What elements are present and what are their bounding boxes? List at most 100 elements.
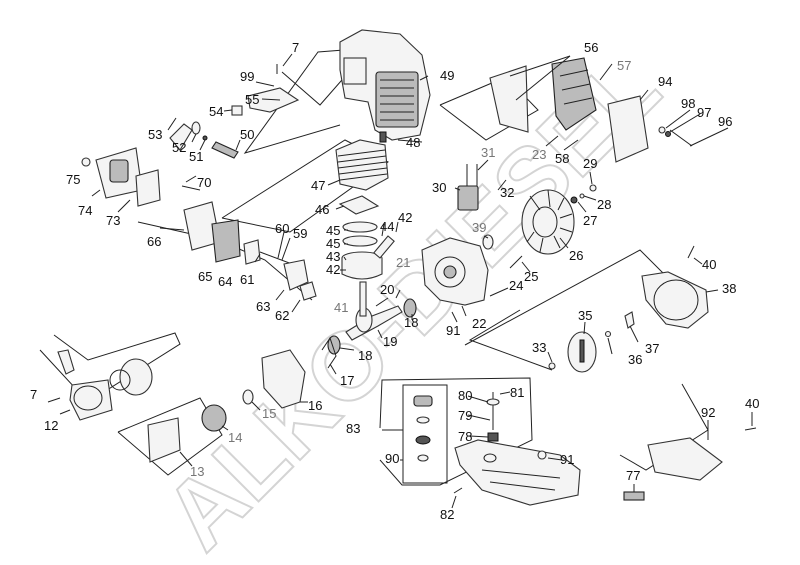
part-label-30[interactable]: 30 (432, 180, 446, 195)
part-label-92[interactable]: 92 (701, 405, 715, 420)
part-label-64[interactable]: 64 (218, 274, 232, 289)
part-label-91b[interactable]: 91 (560, 452, 574, 467)
part-label-20[interactable]: 20 (380, 282, 394, 297)
part-label-40a[interactable]: 40 (702, 257, 716, 272)
part-label-79[interactable]: 79 (458, 408, 472, 423)
seal-17 (321, 336, 337, 369)
bolt-96 (669, 129, 693, 147)
part-label-52[interactable]: 52 (172, 140, 186, 155)
part-label-59[interactable]: 59 (293, 226, 307, 241)
nut-97 (665, 131, 671, 137)
part-label-37[interactable]: 37 (645, 341, 659, 356)
washer-28 (579, 193, 585, 199)
part-label-31[interactable]: 31 (481, 145, 495, 160)
clutch-35 (567, 331, 597, 373)
part-label-15[interactable]: 15 (262, 406, 276, 421)
part-label-99[interactable]: 99 (240, 69, 254, 84)
part-label-56[interactable]: 56 (584, 40, 598, 55)
part-label-60[interactable]: 60 (275, 221, 289, 236)
washer-36 (604, 330, 612, 338)
part-label-61[interactable]: 61 (240, 272, 254, 287)
gasket-46 (338, 195, 380, 215)
part-label-49[interactable]: 49 (440, 68, 454, 83)
part-label-24[interactable]: 24 (509, 278, 523, 293)
intake-63 (283, 259, 309, 291)
part-label-40b[interactable]: 40 (745, 396, 759, 411)
part-label-98[interactable]: 98 (681, 96, 695, 111)
parts (47, 29, 757, 506)
screw-40b (744, 427, 757, 431)
washer-39 (482, 234, 494, 250)
part-label-81[interactable]: 81 (510, 385, 524, 400)
part-label-17[interactable]: 17 (340, 373, 354, 388)
part-label-58[interactable]: 58 (555, 151, 569, 166)
part-label-62[interactable]: 62 (275, 308, 289, 323)
part-label-97[interactable]: 97 (697, 105, 711, 120)
part-label-44[interactable]: 44 (380, 219, 394, 234)
part-label-77[interactable]: 77 (626, 468, 640, 483)
part-label-73[interactable]: 73 (106, 213, 120, 228)
part-label-83[interactable]: 83 (346, 421, 360, 436)
part-label-42b[interactable]: 42 (326, 262, 340, 277)
part-label-66[interactable]: 66 (147, 234, 161, 249)
part-label-70[interactable]: 70 (197, 175, 211, 190)
part-label-50[interactable]: 50 (240, 127, 254, 142)
part-label-43[interactable]: 43 (326, 249, 340, 264)
gasket-64 (243, 239, 261, 265)
part-label-33[interactable]: 33 (532, 340, 546, 355)
part-label-63[interactable]: 63 (256, 299, 270, 314)
part-label-39[interactable]: 39 (472, 220, 486, 235)
part-label-54[interactable]: 54 (209, 104, 223, 119)
part-label-75[interactable]: 75 (66, 172, 80, 187)
part-label-96[interactable]: 96 (718, 114, 732, 129)
part-label-7b[interactable]: 7 (30, 387, 37, 402)
part-label-38[interactable]: 38 (722, 281, 736, 296)
fuel-tank (454, 439, 581, 506)
part-label-91a[interactable]: 91 (446, 323, 460, 338)
part-label-90[interactable]: 90 (385, 451, 399, 466)
part-label-55[interactable]: 55 (245, 92, 259, 107)
part-label-47[interactable]: 47 (311, 178, 325, 193)
gasket-62 (299, 281, 317, 301)
filter-element-73 (135, 169, 161, 207)
part-label-14[interactable]: 14 (228, 430, 242, 445)
guard-92 (647, 437, 723, 481)
part-label-41[interactable]: 41 (334, 300, 348, 315)
part-label-13[interactable]: 13 (190, 464, 204, 479)
part-label-35[interactable]: 35 (578, 308, 592, 323)
part-label-78[interactable]: 78 (458, 429, 472, 444)
part-label-26[interactable]: 26 (569, 248, 583, 263)
part-label-36[interactable]: 36 (628, 352, 642, 367)
part-label-27[interactable]: 27 (583, 213, 597, 228)
screw-7b (47, 397, 61, 403)
part-label-82[interactable]: 82 (440, 507, 454, 522)
part-label-94[interactable]: 94 (658, 74, 672, 89)
screw-82 (453, 487, 463, 494)
part-label-22[interactable]: 22 (472, 316, 486, 331)
part-label-12[interactable]: 12 (44, 418, 58, 433)
part-label-18b[interactable]: 18 (358, 348, 372, 363)
grommet-80 (486, 398, 500, 406)
part-label-46[interactable]: 46 (315, 202, 329, 217)
part-label-21[interactable]: 21 (396, 255, 410, 270)
part-label-45b[interactable]: 45 (326, 236, 340, 251)
part-label-65[interactable]: 65 (198, 269, 212, 284)
part-label-28[interactable]: 28 (597, 197, 611, 212)
part-label-53[interactable]: 53 (148, 127, 162, 142)
part-label-32[interactable]: 32 (500, 185, 514, 200)
part-label-80[interactable]: 80 (458, 388, 472, 403)
part-label-16[interactable]: 16 (308, 398, 322, 413)
part-label-57[interactable]: 57 (617, 58, 631, 73)
part-label-42a[interactable]: 42 (398, 210, 412, 225)
part-label-7[interactable]: 7 (292, 40, 299, 55)
part-label-19[interactable]: 19 (383, 334, 397, 349)
part-label-45a[interactable]: 45 (326, 223, 340, 238)
part-label-51[interactable]: 51 (189, 149, 203, 164)
part-label-18a[interactable]: 18 (404, 315, 418, 330)
part-label-23[interactable]: 23 (532, 147, 546, 162)
fan-housing-38 (641, 271, 709, 329)
part-label-25[interactable]: 25 (524, 269, 538, 284)
part-label-29[interactable]: 29 (583, 156, 597, 171)
part-label-74[interactable]: 74 (78, 203, 92, 218)
part-label-48[interactable]: 48 (406, 135, 420, 150)
